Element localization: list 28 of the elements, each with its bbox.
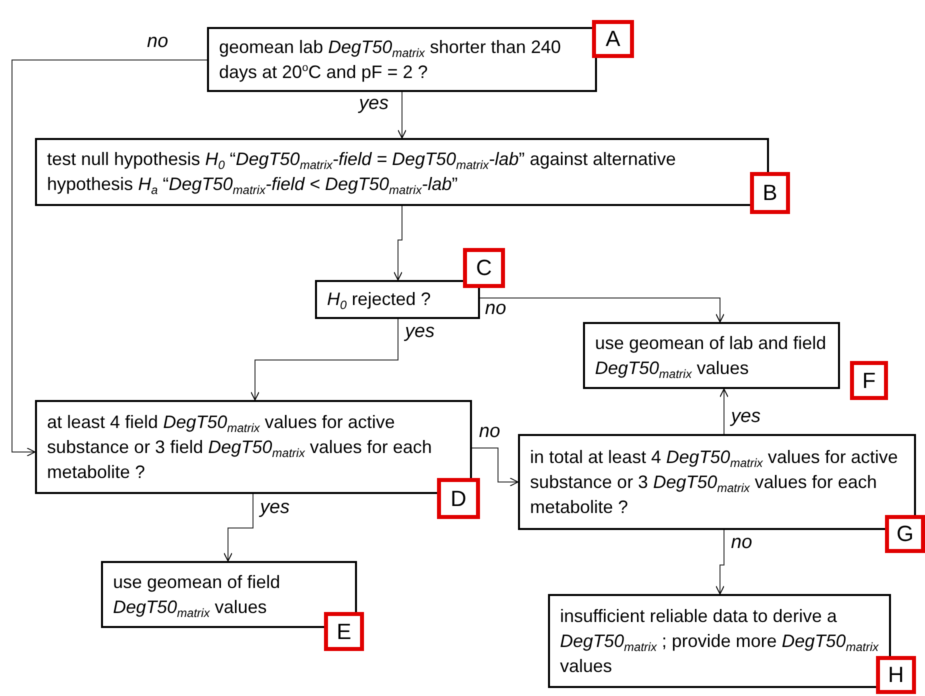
box-text: use geomean of field DegT50$_{matrix}$ values — [113, 570, 282, 620]
arrow — [394, 206, 402, 280]
step-letter: E — [324, 612, 364, 651]
step-letter: G — [885, 515, 925, 553]
arrow — [398, 92, 406, 138]
arrow — [480, 298, 724, 322]
step-letter: C — [463, 248, 505, 288]
process-box — [315, 280, 480, 319]
arrow — [250, 318, 398, 400]
process-box — [583, 322, 840, 389]
box-text: geomean lab DegT50$_{matrix}$ shorter than 240 days at 20$^{o}$C and pF = 2 ? — [219, 36, 562, 84]
box-text: at least 4 field DegT50$_{matrix}$ values for active substance or 3 field DegT50$_{matrix}$ values for each metabolite ? — [47, 410, 433, 484]
arrow — [716, 530, 724, 594]
box-text: H$_{0}$ rejected ? — [327, 288, 431, 312]
arrow — [224, 494, 254, 562]
step-letter: H — [876, 656, 916, 694]
box-text: use geomean of lab and field DegT50$_{matrix}$ values — [595, 332, 828, 380]
step-letter: D — [437, 478, 480, 519]
step-letter: B — [750, 172, 790, 214]
process-box — [207, 27, 597, 92]
arrow — [472, 448, 518, 486]
box-text: test null hypothesis H$_{0}$ “DegT50$_{matrix}$-field = DegT50$_{matrix}$-lab” against alternative hypothesis H$_{a}$ “DegT50$_{matrix}$-field < DegT50$_{matrix}$-lab” — [47, 148, 677, 197]
arrow — [12, 60, 208, 456]
box-text: insufficient reliable data to derive a DegT50$_{matrix}$ ; provide more DegT50$_{matrix}$ values — [560, 604, 879, 678]
step-letter: A — [592, 20, 634, 58]
arrow — [720, 388, 728, 434]
process-box — [548, 594, 891, 688]
step-letter: F — [850, 361, 888, 400]
